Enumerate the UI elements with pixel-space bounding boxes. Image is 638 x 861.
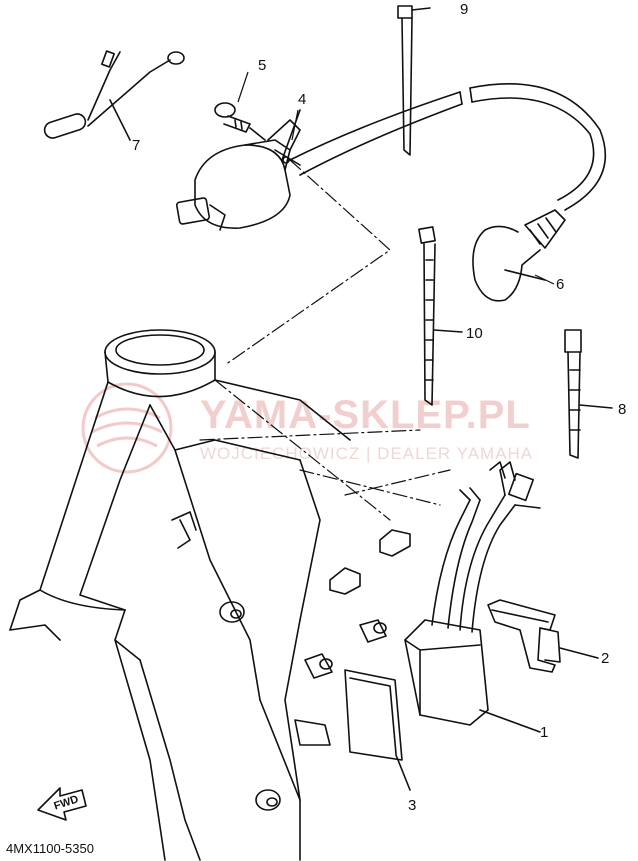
lead-wire-part-7: [43, 50, 185, 141]
callout-8: 8: [618, 401, 626, 418]
callout-9: 9: [460, 1, 468, 18]
forward-label: FWD: [52, 793, 80, 812]
watermark-subtitle: WOJCIECHOWICZ | DEALER YAMAHA: [200, 444, 533, 463]
callout-10: 10: [466, 325, 483, 342]
callout-2: 2: [601, 650, 609, 667]
ignition-coil-part-4: [175, 109, 301, 231]
callout-7: 7: [132, 137, 140, 154]
callout-5: 5: [258, 57, 266, 74]
callout-1: 1: [540, 724, 548, 741]
assembly-guide-lines: [199, 159, 451, 521]
watermark-logo-icon: [81, 382, 173, 474]
bolt-part-5: [214, 102, 266, 141]
forward-arrow-icon: [37, 787, 87, 821]
callout-3: 3: [408, 797, 416, 814]
callout-leaders: [237, 71, 555, 285]
damper-pad-part-3: [344, 669, 411, 791]
spark-plug-lead: [289, 83, 607, 211]
callout-6: 6: [556, 276, 564, 293]
bracket-part-2: [487, 599, 599, 673]
watermark-title: YAMA-SKLEP.PL: [200, 393, 531, 437]
cable-tie-part-10: [418, 226, 463, 406]
cable-tie-part-9: [397, 5, 431, 156]
frame: [9, 329, 411, 861]
watermark: YAMA-SKLEP.PL WOJCIECHOWICZ | DEALER YAM…: [81, 382, 533, 474]
band-part-8: [564, 329, 613, 459]
spark-plug-cap-part-6: [472, 209, 566, 302]
cdi-unit-part-1: [404, 461, 541, 733]
callout-4: 4: [298, 91, 306, 108]
callout-labels: 1 2 3 4 5 6 7 8 9 10: [132, 1, 626, 814]
diagram-code: 4MX1100-5350: [6, 841, 94, 856]
